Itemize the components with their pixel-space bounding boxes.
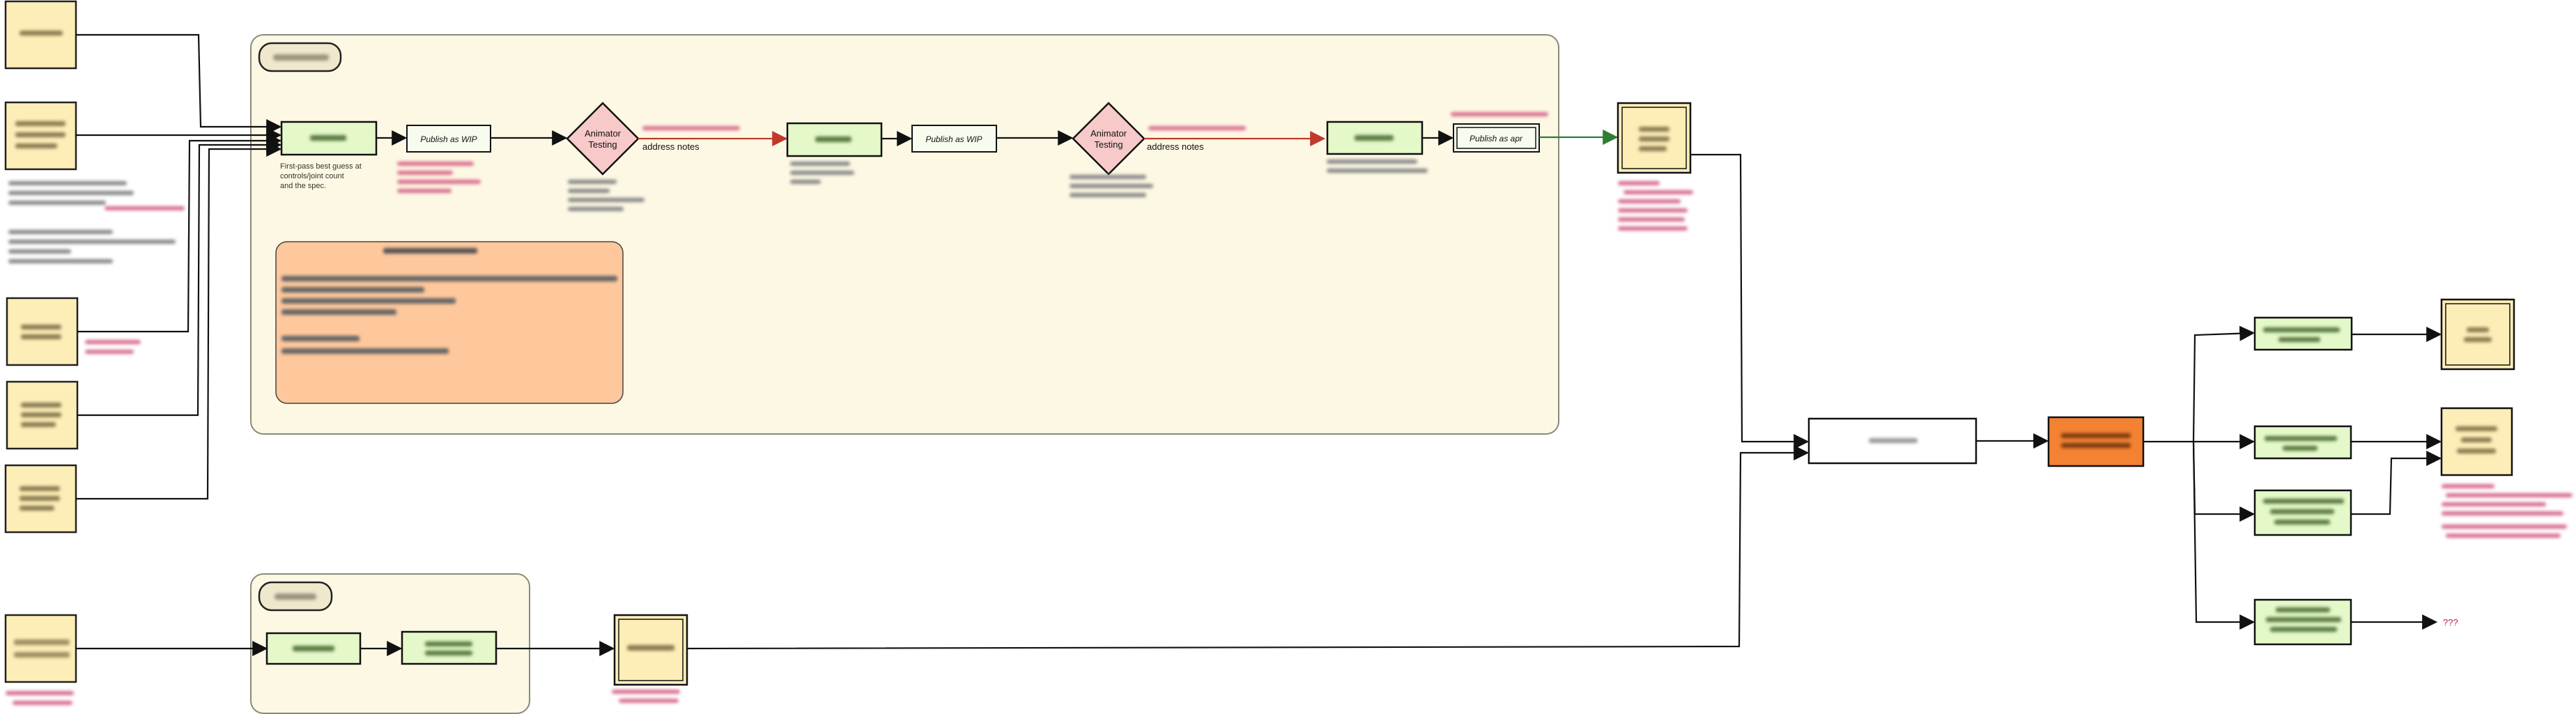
input-box-5[interactable]	[4, 464, 77, 534]
input-box-2[interactable]	[4, 101, 77, 171]
first-pass-note-line2: controls/joint count	[280, 172, 344, 180]
props-output-box[interactable]	[613, 614, 688, 686]
input-box-3[interactable]	[6, 297, 79, 366]
props-step-1[interactable]	[265, 632, 362, 665]
input-box-6[interactable]	[4, 614, 77, 683]
input-box-4[interactable]	[6, 380, 79, 450]
orange-notes-box	[275, 241, 624, 404]
animator-testing-1-line2: Testing	[588, 139, 617, 150]
animator-testing-2-notes	[1070, 126, 1246, 197]
animator-testing-1[interactable]: Animator Testing	[566, 102, 640, 176]
publish-wip-2-label: Publish as WIP	[925, 134, 982, 144]
address-notes-2: address notes	[1147, 141, 1204, 152]
publish-wip-2[interactable]: Publish as WIP	[911, 125, 997, 153]
animator-testing-2[interactable]: Animator Testing	[1072, 102, 1146, 176]
branch-connectors	[2143, 325, 2255, 630]
unknown-output-note: ???	[2443, 617, 2458, 628]
final-output-box-2[interactable]	[2440, 407, 2513, 476]
rig-output-annotation	[1618, 181, 1693, 231]
publish-apr-label: Publish as apr	[1470, 134, 1523, 143]
branch-box-4[interactable]	[2253, 598, 2352, 646]
branch-outputs	[2351, 327, 2442, 630]
production-box[interactable]	[1807, 417, 1977, 465]
final-output-annotation	[2442, 484, 2573, 538]
group-title-text	[273, 54, 329, 61]
left-notes	[6, 181, 185, 705]
final-output-box-1[interactable]	[2440, 298, 2515, 371]
publish-wip-1-label: Publish as WIP	[420, 134, 477, 144]
props-output-annotation	[612, 690, 680, 703]
orange-process-box[interactable]	[2047, 416, 2145, 467]
animator-testing-2-line1: Animator	[1090, 128, 1127, 139]
input-box-1[interactable]	[4, 0, 77, 70]
rig-step-1[interactable]	[280, 121, 378, 156]
animator-testing-2-line2: Testing	[1094, 139, 1123, 150]
animator-testing-1-line1: Animator	[585, 128, 622, 139]
props-step-2[interactable]	[401, 630, 498, 665]
publish-apr[interactable]: Publish as apr	[1453, 123, 1540, 153]
publish-wip-1[interactable]: Publish as WIP	[406, 125, 491, 153]
first-pass-note-line1: First-pass best guess at	[280, 162, 362, 171]
first-pass-note-line3: and the spec.	[280, 182, 326, 190]
rig-step-3[interactable]	[1326, 121, 1424, 155]
animator-testing-1-notes	[568, 126, 740, 211]
publish-wip-1-annotation	[397, 162, 481, 193]
group-title-text	[275, 593, 316, 600]
rig-step-2-notes	[790, 162, 854, 184]
branch-box-1[interactable]	[2253, 316, 2353, 351]
branch-box-3[interactable]	[2253, 489, 2352, 536]
merge-connectors	[686, 153, 1810, 650]
branch-box-2[interactable]	[2253, 425, 2352, 460]
input-connectors	[76, 33, 282, 656]
rig-step-2[interactable]	[786, 122, 883, 157]
rig-step-3-notes	[1327, 112, 1548, 173]
address-notes-1: address notes	[642, 141, 700, 152]
rig-output-box[interactable]	[1617, 102, 1692, 174]
